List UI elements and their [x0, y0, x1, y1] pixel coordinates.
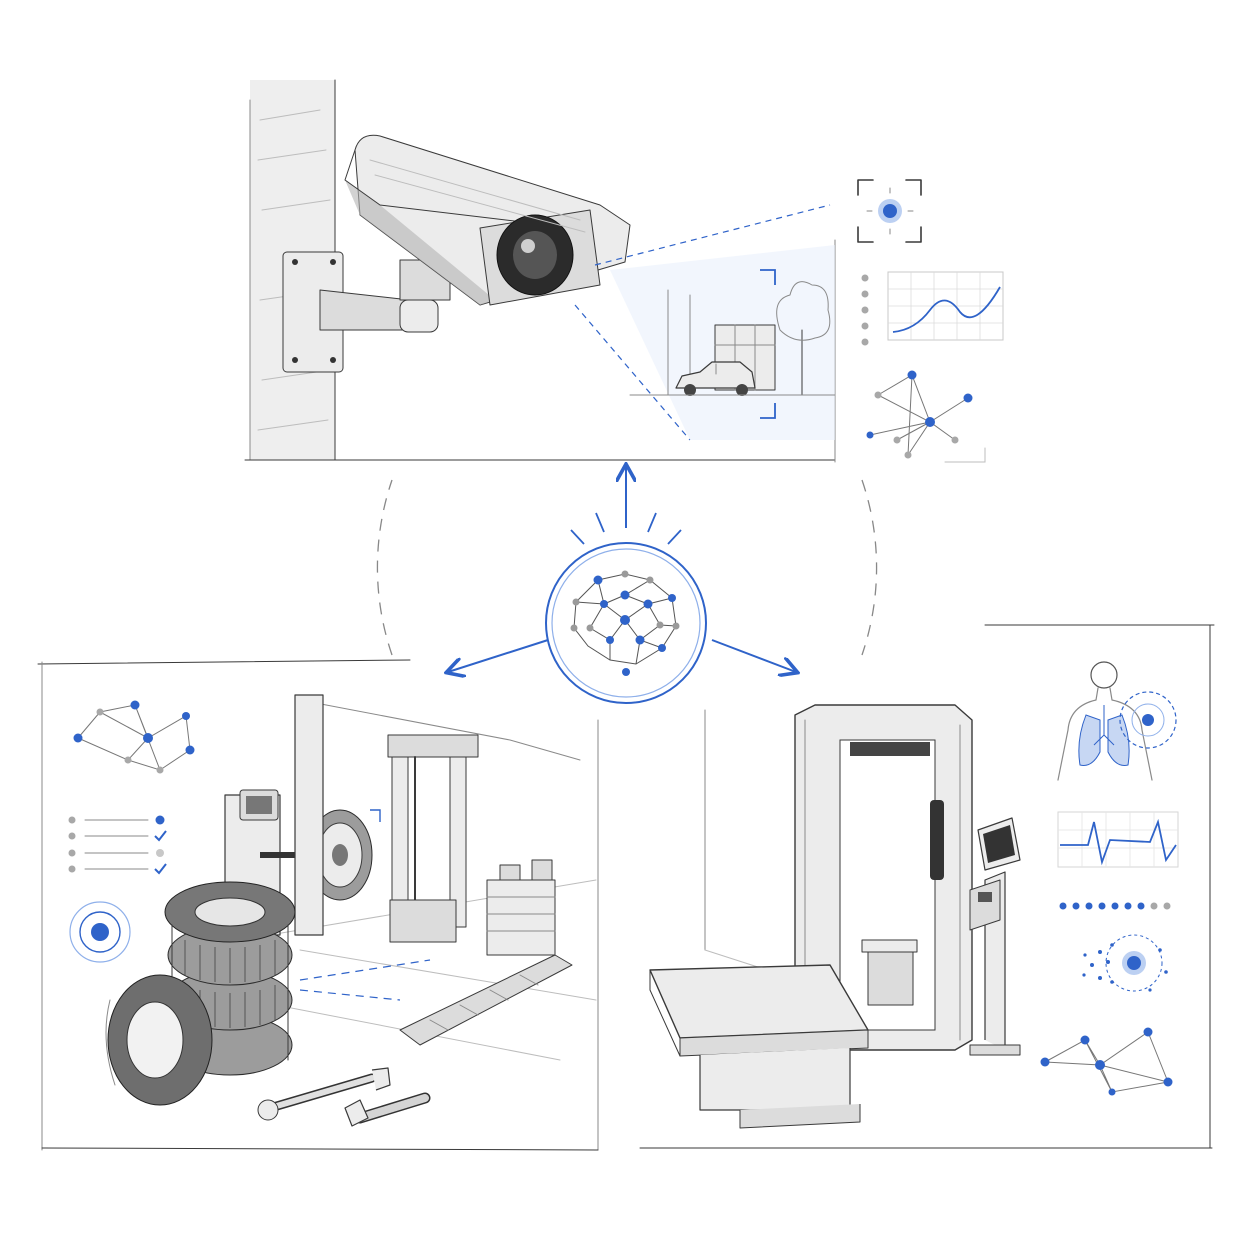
exam-bed-icon: [649, 964, 869, 1129]
neural-brain-icon: [570, 570, 680, 676]
medical-panel: [639, 624, 1215, 1149]
network-graph-icon: [1040, 1027, 1173, 1096]
checklist-icon: [68, 815, 167, 875]
lungs-scan-icon: [1057, 661, 1177, 781]
car-icon: [675, 361, 756, 396]
line-graph-icon: [861, 271, 1004, 346]
street-scene: [629, 269, 836, 419]
radar-target-icon: [69, 901, 131, 963]
network-graph-icon: [73, 700, 195, 774]
focus-target-icon: [857, 179, 922, 243]
network-graph-icon: [866, 370, 986, 463]
ai-hub: [376, 466, 878, 704]
automotive-panel: [37, 659, 599, 1151]
security-camera-icon: [282, 134, 631, 373]
car-lift-icon: [294, 694, 573, 1046]
wrench-icon: [257, 1067, 431, 1127]
kiosk-icon: [969, 817, 1021, 1056]
tire-stack-icon: [105, 881, 296, 1106]
progress-dots-icon: [1059, 902, 1171, 910]
body-scanner-icon: [794, 704, 973, 1051]
particle-cluster-icon: [1082, 934, 1168, 992]
surveillance-panel: [244, 79, 1004, 463]
heartbeat-icon: [1057, 811, 1179, 868]
